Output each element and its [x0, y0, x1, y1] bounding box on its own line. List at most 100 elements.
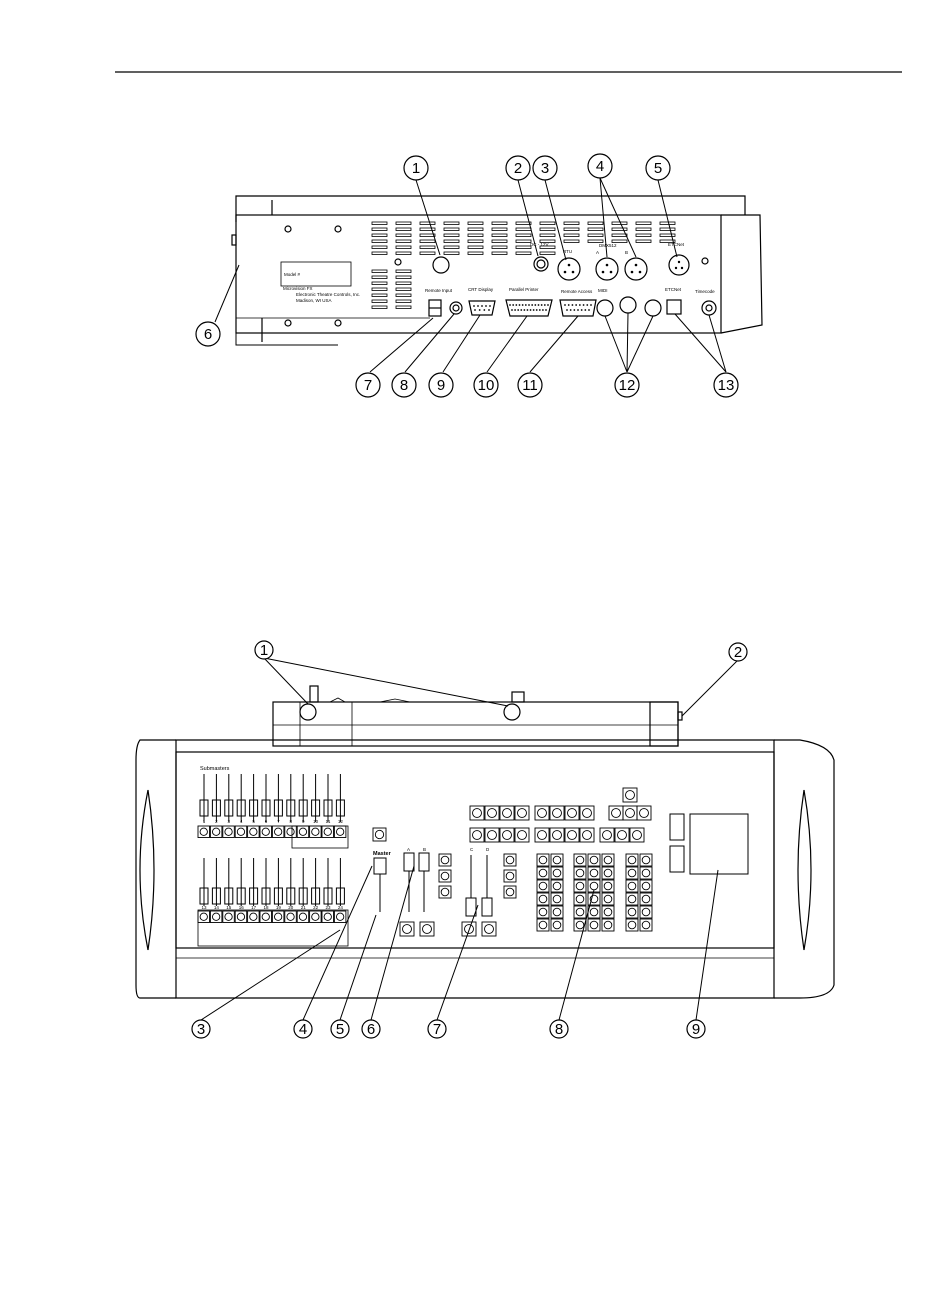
- printer-label: Parallel Printer: [509, 287, 539, 292]
- remote-input-label: Remote Input: [425, 288, 453, 293]
- callout-circle-11: [517, 372, 543, 398]
- rtu-xlr-connector: [557, 257, 581, 281]
- submaster-number-top: 5: [252, 819, 255, 824]
- callout-circle-13: [713, 372, 739, 398]
- submaster-number-bottom: 20: [288, 905, 294, 910]
- callout-number-7: 7: [433, 1021, 441, 1038]
- submaster-faders: [199, 774, 345, 906]
- timecode-label: Timecode: [695, 289, 715, 294]
- callout-number-7: 7: [364, 377, 372, 394]
- fader-a-label: A: [407, 847, 410, 852]
- callout-circle-7: [355, 372, 381, 398]
- submaster-number-top: 6: [265, 819, 268, 824]
- submaster-number-top: 1: [203, 819, 206, 824]
- submaster-number-bottom: 16: [239, 905, 245, 910]
- callout-number-6: 6: [204, 326, 212, 343]
- callout-number-11: 11: [522, 377, 538, 394]
- crt-display-connector: [468, 300, 496, 316]
- callout-circle-10: [473, 372, 499, 398]
- callout-number-5: 5: [336, 1021, 344, 1038]
- submaster-number-bottom: 18: [263, 905, 269, 910]
- midi-label: MIDI: [598, 288, 608, 293]
- brand-name: Microvision FX: [283, 286, 313, 291]
- fader-d-label: D: [486, 847, 490, 852]
- callout-circle-1: [254, 640, 274, 660]
- top-xlr-left: [299, 703, 317, 721]
- etcnet-label: ETCNet: [668, 242, 685, 247]
- callout-circle-5: [330, 1019, 350, 1039]
- dc-label: DC - 12V: [530, 242, 549, 247]
- remote-knockout: [432, 256, 450, 274]
- callout-number-4: 4: [299, 1021, 307, 1038]
- rear-vent-slots: [371, 221, 676, 309]
- midi-in-connector: [596, 299, 614, 317]
- rear-labels: DC - 12V RTU DMX512 A B ETCNet Remote In…: [283, 242, 715, 303]
- submaster-number-top: 12: [338, 819, 344, 824]
- callout-number-3: 3: [541, 160, 549, 177]
- callout-circle-8: [391, 372, 417, 398]
- callout-circle-4: [587, 153, 613, 179]
- submaster-number-top: 4: [240, 819, 243, 824]
- callout-circle-8: [549, 1019, 569, 1039]
- dmx-b-xlr-connector: [624, 257, 648, 281]
- midi-out-connector: [644, 299, 662, 317]
- front-leader-lines: [200, 657, 739, 1021]
- callout-circle-4: [293, 1019, 313, 1039]
- front-panel-buttons: [197, 787, 653, 937]
- remote-access-label: Remote Access: [561, 289, 593, 294]
- callout-circle-7: [427, 1019, 447, 1039]
- callout-circle-6: [361, 1019, 381, 1039]
- control-surface: [175, 751, 775, 949]
- callout-number-2: 2: [514, 160, 522, 177]
- rear-panel-drawing: [231, 195, 763, 346]
- rear-connectors: [428, 254, 717, 317]
- front-top-edge-view: [272, 685, 683, 747]
- brand-location: Madison, WI USA: [296, 298, 332, 303]
- submaster-number-bottom: 17: [251, 905, 257, 910]
- submasters-label: Submasters: [200, 766, 230, 772]
- midi-thru-connector: [619, 296, 637, 314]
- callout-number-8: 8: [555, 1021, 563, 1038]
- master-fader-knob: [373, 857, 387, 875]
- callout-circle-12: [614, 372, 640, 398]
- front-console-body: [135, 739, 835, 999]
- submaster-number-bottom: 23: [325, 905, 331, 910]
- callout-circle-1: [403, 155, 429, 181]
- fader-d-knob: [481, 897, 493, 917]
- callout-number-1: 1: [412, 160, 420, 177]
- submaster-number-bottom: 15: [226, 905, 232, 910]
- callout-number-12: 12: [619, 377, 636, 394]
- callout-number-5: 5: [654, 160, 662, 177]
- submaster-number-top: 3: [228, 819, 231, 824]
- submaster-number-bottom: 24: [338, 905, 344, 910]
- dc-power-jack: [533, 256, 549, 272]
- brand-company: Electronic Theatre Controls, Inc.: [296, 292, 360, 297]
- crt-display-label: CRT Display: [468, 287, 494, 292]
- master-and-crossfaders: [373, 813, 749, 917]
- submaster-number-top: 11: [326, 819, 331, 824]
- fader-b-knob: [418, 852, 430, 872]
- callout-circle-9: [428, 372, 454, 398]
- callout-circle-9: [686, 1019, 706, 1039]
- model-label: Model #: [284, 272, 301, 277]
- callout-circle-3: [532, 155, 558, 181]
- submaster-number-bottom: 19: [276, 905, 282, 910]
- fader-c-knob: [465, 897, 477, 917]
- submaster-number-top: 7: [277, 819, 280, 824]
- submaster-number-bottom: 13: [201, 905, 207, 910]
- remote-input-jack: [449, 301, 463, 315]
- submaster-number-bottom: 22: [313, 905, 319, 910]
- master-label: Master: [373, 851, 392, 857]
- callout-number-10: 10: [478, 377, 495, 394]
- submaster-number-top: 2: [215, 819, 218, 824]
- callout-number-6: 6: [367, 1021, 375, 1038]
- display-panel: [689, 813, 749, 875]
- remote-access-connector: [559, 299, 597, 317]
- callout-circle-3: [191, 1019, 211, 1039]
- dmx-a-xlr-connector: [595, 257, 619, 281]
- fader-b-label: B: [423, 847, 426, 852]
